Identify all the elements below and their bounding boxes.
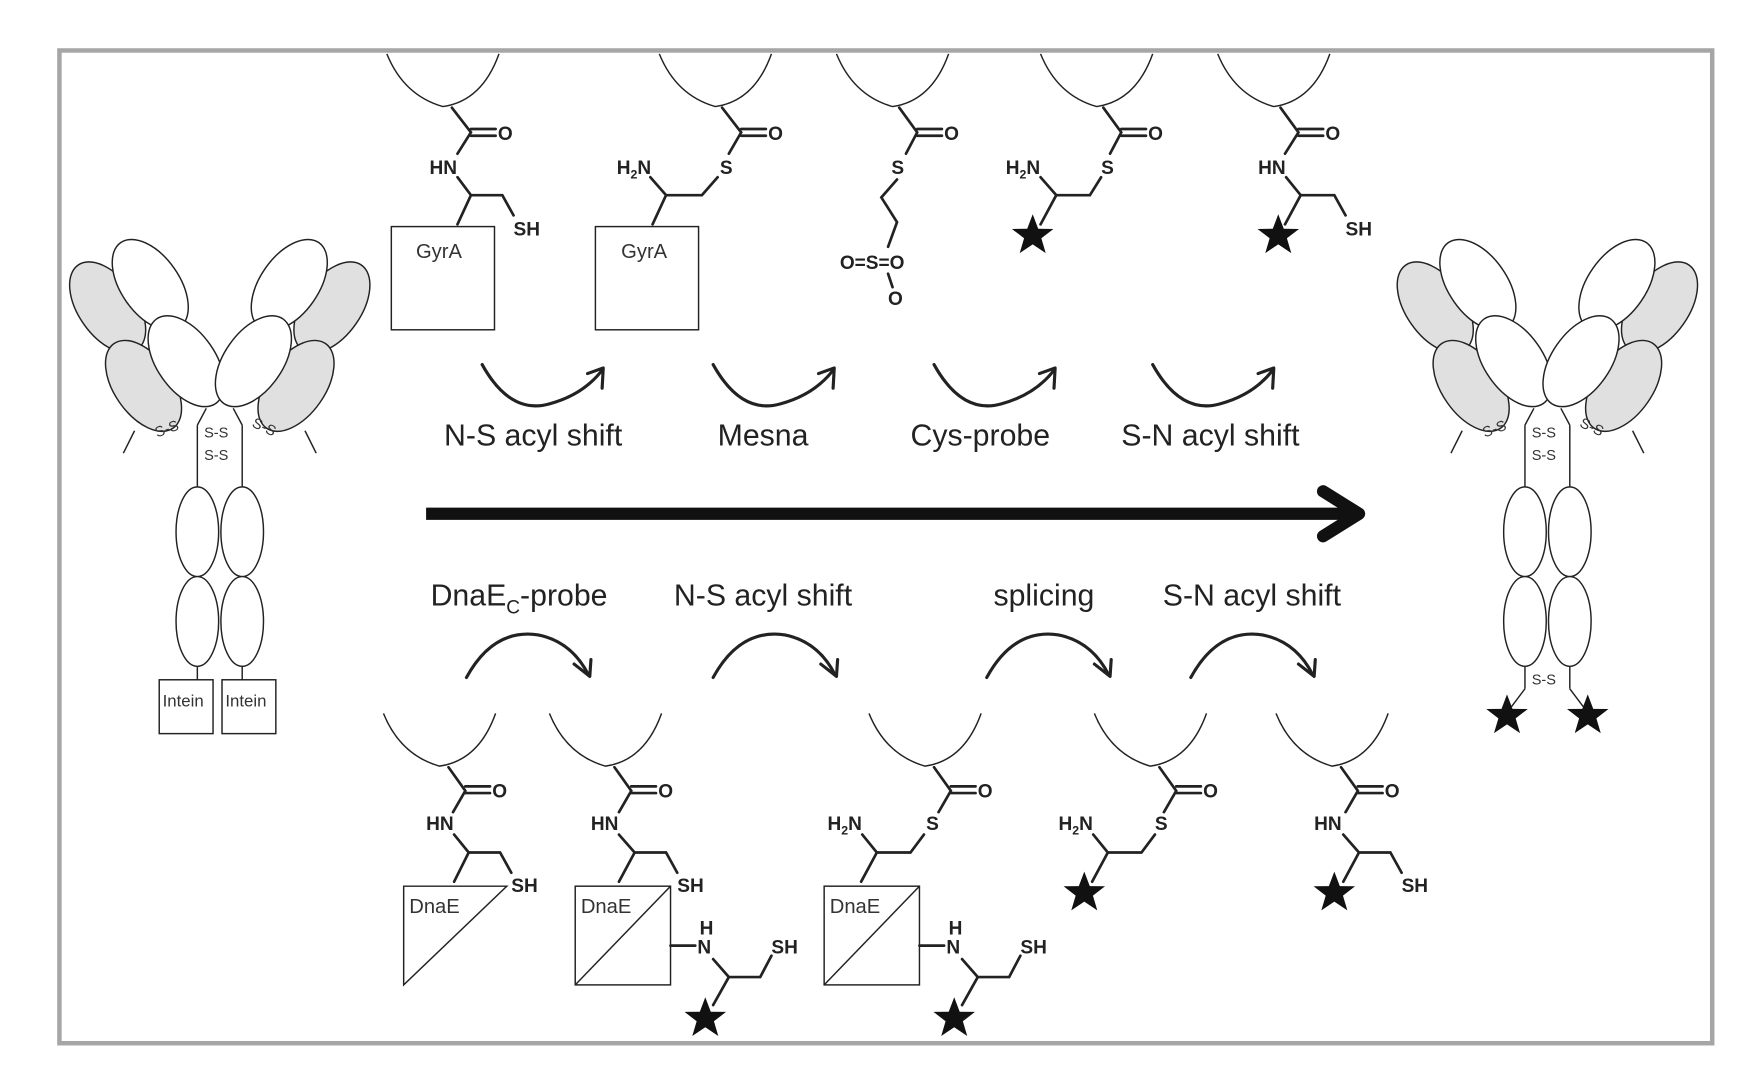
bottom-intermediate-2: O HN SH DnaE H N SH bbox=[548, 713, 798, 1037]
svg-text:SH: SH bbox=[1402, 876, 1428, 897]
svg-text:GyrA: GyrA bbox=[416, 241, 462, 263]
svg-text:DnaE: DnaE bbox=[409, 896, 459, 918]
svg-text:S: S bbox=[926, 814, 939, 835]
probe-star-icon bbox=[1257, 214, 1300, 254]
bottom-intermediate-3: O S H2N DnaE H N SH bbox=[823, 713, 1047, 1037]
disulfide-label: S-S bbox=[153, 418, 182, 441]
svg-text:O=S=O: O=S=O bbox=[840, 253, 905, 274]
svg-text:O: O bbox=[498, 124, 513, 145]
svg-text:O: O bbox=[944, 124, 959, 145]
svg-text:H2N: H2N bbox=[1006, 158, 1040, 181]
bottom-intermediate-4: O S H2N bbox=[1058, 713, 1218, 911]
svg-text:DnaE: DnaE bbox=[581, 896, 631, 918]
svg-text:S: S bbox=[1101, 158, 1114, 179]
top-step-arrows bbox=[480, 362, 1276, 408]
svg-text:HN: HN bbox=[591, 814, 619, 835]
step-label-sn-acyl-shift: S-N acyl shift bbox=[1121, 419, 1300, 452]
probe-star-icon bbox=[1011, 214, 1054, 254]
main-process-arrow bbox=[426, 485, 1366, 543]
svg-text:O: O bbox=[978, 782, 993, 803]
top-intermediate-4: O S H2N bbox=[1006, 53, 1163, 254]
probe-star-icon bbox=[933, 997, 975, 1037]
antibody-left: S-S S-S S-S S-S Intein Intein bbox=[53, 225, 387, 735]
svg-text:HN: HN bbox=[429, 158, 457, 179]
svg-text:N: N bbox=[697, 937, 711, 958]
svg-text:SH: SH bbox=[677, 876, 703, 897]
svg-text:H2N: H2N bbox=[1058, 814, 1092, 837]
svg-text:DnaE: DnaE bbox=[830, 896, 880, 918]
svg-text:O: O bbox=[658, 782, 673, 803]
svg-text:O: O bbox=[1203, 782, 1218, 803]
gyra-box bbox=[390, 225, 496, 331]
probe-star-icon bbox=[1486, 694, 1528, 734]
svg-text:H2N: H2N bbox=[828, 814, 862, 837]
svg-text:HN: HN bbox=[1314, 814, 1342, 835]
svg-text:GyrA: GyrA bbox=[621, 241, 667, 263]
svg-text:O: O bbox=[1385, 782, 1400, 803]
svg-text:O: O bbox=[768, 124, 783, 145]
svg-text:SH: SH bbox=[1346, 220, 1372, 241]
svg-text:O: O bbox=[1148, 124, 1163, 145]
bottom-intermediate-5: O HN SH bbox=[1275, 713, 1428, 911]
gyra-box bbox=[594, 225, 700, 331]
svg-text:H: H bbox=[700, 918, 714, 939]
bottom-step-arrows bbox=[464, 632, 1317, 680]
step-label-splicing: splicing bbox=[993, 580, 1094, 613]
top-intermediate-5: O HN SH bbox=[1217, 53, 1372, 254]
probe-star-icon bbox=[1063, 871, 1106, 911]
step-label-sn-acyl-shift-bottom: S-N acyl shift bbox=[1163, 580, 1342, 613]
svg-text:O: O bbox=[1325, 124, 1340, 145]
svg-text:SH: SH bbox=[511, 876, 537, 897]
step-label-cys-probe: Cys-probe bbox=[910, 419, 1050, 452]
disulfide-label: S-S bbox=[1532, 425, 1557, 441]
disulfide-label: S-S bbox=[204, 448, 229, 464]
probe-star-icon bbox=[1567, 694, 1609, 734]
disulfide-label: S-S bbox=[1532, 448, 1557, 464]
intein-label: Intein bbox=[163, 692, 204, 711]
antibody-right: S-S S-S S-S S-S S-S bbox=[1381, 225, 1714, 734]
svg-text:HN: HN bbox=[426, 814, 454, 835]
dnae-n-triangle bbox=[402, 885, 509, 987]
top-intermediate-1: O HN SH GyrA bbox=[386, 53, 540, 331]
step-label-ns-acyl-shift-bottom: N-S acyl shift bbox=[674, 580, 853, 613]
step-label-mesna: Mesna bbox=[718, 419, 809, 452]
bottom-intermediate-1: O HN SH DnaE bbox=[382, 713, 538, 987]
step-label-ns-acyl-shift: N-S acyl shift bbox=[444, 419, 623, 452]
svg-text:S: S bbox=[891, 158, 904, 179]
disulfide-label: S-S bbox=[1480, 418, 1509, 441]
svg-text:N: N bbox=[946, 937, 960, 958]
svg-text:HN: HN bbox=[1258, 158, 1286, 179]
svg-text:SH: SH bbox=[1020, 937, 1046, 958]
probe-star-icon bbox=[1313, 871, 1356, 911]
intein-box bbox=[221, 679, 277, 735]
intein-label: Intein bbox=[225, 692, 266, 711]
intein-box bbox=[158, 679, 214, 735]
dnae-box bbox=[574, 885, 672, 986]
svg-text:S: S bbox=[720, 158, 733, 179]
figure-frame bbox=[57, 48, 1715, 1046]
disulfide-label: S-S bbox=[1532, 672, 1557, 688]
svg-text:S: S bbox=[1155, 814, 1168, 835]
svg-text:SH: SH bbox=[514, 220, 540, 241]
svg-text:SH: SH bbox=[771, 937, 797, 958]
svg-text:H: H bbox=[949, 918, 963, 939]
svg-text:H2N: H2N bbox=[617, 158, 651, 181]
top-intermediate-3: O S O=S=O O bbox=[835, 53, 959, 310]
disulfide-label: S-S bbox=[204, 425, 229, 441]
dnae-box bbox=[823, 885, 921, 986]
svg-text:O: O bbox=[492, 782, 507, 803]
probe-star-icon bbox=[684, 997, 727, 1037]
step-label-dnaec-probe: DnaEC-probe bbox=[431, 580, 608, 619]
top-intermediate-2: O S H2N GyrA bbox=[594, 53, 783, 331]
svg-text:O: O bbox=[888, 289, 903, 310]
